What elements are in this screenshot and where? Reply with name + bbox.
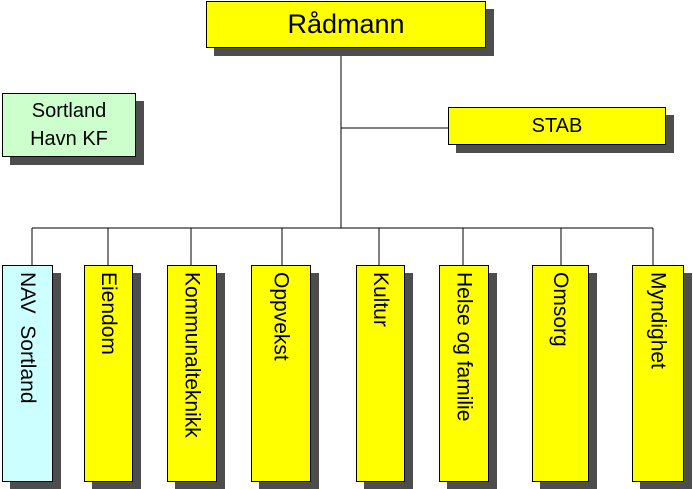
unit-box-kommunalteknikk: Kommunalteknikk: [167, 265, 217, 482]
stab-label: STAB: [531, 114, 583, 137]
unit-box-nav-sortland: NAV Sortland: [2, 265, 53, 482]
unit-label: Myndighet: [646, 272, 670, 369]
unit-label: Eiendom: [97, 272, 120, 355]
stab-box: STAB: [448, 107, 666, 145]
unit-label: Kommunalteknikk: [180, 272, 204, 438]
root-label: Rådmann: [287, 9, 405, 39]
unit-label: Kultur: [369, 272, 392, 327]
sortland-havn-line2: Havn KF: [30, 128, 108, 150]
unit-box-myndighet: Myndighet: [632, 265, 684, 482]
unit-box-eiendom: Eiendom: [84, 265, 133, 482]
unit-box-omsorg: Omsorg: [532, 265, 589, 482]
unit-label: Helse og familie: [452, 272, 476, 422]
unit-box-helse-og-familie: Helse og familie: [439, 265, 489, 482]
unit-box-kultur: Kultur: [356, 265, 405, 482]
unit-label: NAV Sortland: [16, 272, 39, 404]
unit-box-oppvekst: Oppvekst: [251, 265, 311, 482]
root-box-radmann: Rådmann: [206, 1, 486, 48]
sortland-havn-box: Sortland Havn KF: [2, 93, 136, 157]
unit-label: Oppvekst: [269, 272, 293, 361]
unit-label: Omsorg: [549, 272, 572, 347]
sortland-havn-line1: Sortland: [31, 100, 107, 122]
